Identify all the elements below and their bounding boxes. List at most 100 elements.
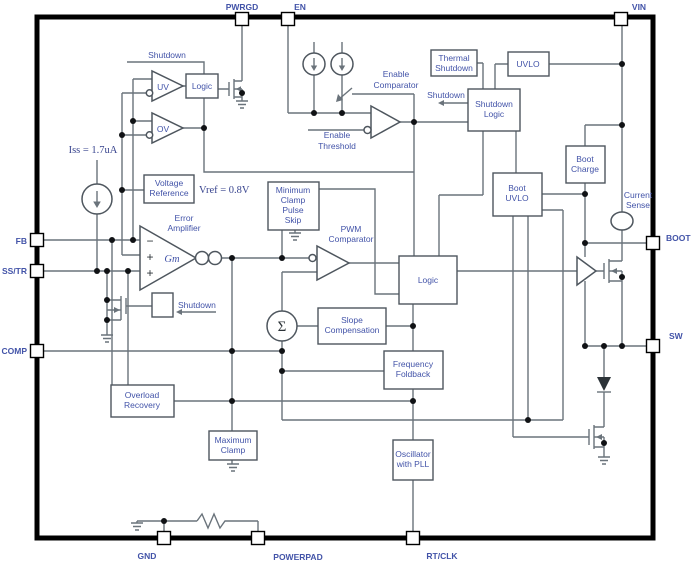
label-pwm-comparator-2: Comparator [329, 234, 374, 244]
uv-inverting-bubble-icon [145, 89, 154, 97]
en-current-source-1-icon [302, 52, 326, 76]
ov-inverting-bubble-icon [145, 131, 154, 139]
label-maxclamp-1: Maximum [215, 435, 252, 445]
label-vref-value: Vref = 0.8V [199, 185, 250, 196]
pin-label-fb: FB [16, 236, 27, 246]
label-iss: Iss = 1.7uA [69, 145, 118, 156]
label-slope-2: Compensation [325, 325, 380, 335]
label-shutdown-signal: Shutdown [427, 90, 465, 100]
label-ea-plus-1: + [146, 250, 153, 264]
label-ff-1: Frequency [393, 359, 434, 369]
block-thermal-shutdown [430, 49, 478, 77]
label-shutdown-ea: Shutdown [178, 300, 216, 310]
ov-comparator-icon [151, 111, 185, 145]
label-vref-1: Voltage [155, 178, 184, 188]
label-shutdown-logic-1: Shutdown [475, 99, 513, 109]
block-slope-compensation [317, 307, 387, 345]
hysteresis-switch-icon [336, 87, 353, 102]
block-minimum-clamp [267, 181, 320, 231]
free-labels: Shutdown UV OV Iss = 1.7uA Vref = 0.8V E… [69, 50, 653, 335]
pin-label-pwrgd: PWRGD [226, 2, 259, 12]
pin-powerpad [250, 530, 266, 546]
label-maxclamp-2: Clamp [221, 445, 246, 455]
ea-output-circle-icon [194, 250, 210, 266]
shutdown-gate-driver-box [151, 292, 174, 318]
label-ff-2: Foldback [396, 369, 431, 379]
pins [29, 11, 661, 546]
label-error-amp-2: Amplifier [167, 223, 200, 233]
pin-pwrgd [234, 11, 250, 27]
label-ea-minus: − [146, 234, 153, 248]
label-error-amp-1: Error [175, 213, 194, 223]
pin-label-sstr: SS/TR [2, 266, 27, 276]
high-side-mosfet-icon [603, 259, 623, 283]
pin-sstr [29, 263, 45, 279]
pin-label-gnd: GND [138, 551, 157, 561]
enable-comparator-icon [370, 104, 402, 140]
shutdown-signal-arrow-icon [438, 100, 468, 106]
label-boot-uvlo-1: Boot [508, 183, 526, 193]
pin-vin [613, 11, 629, 27]
label-thermal-1: Thermal [438, 53, 469, 63]
ea-output-circle-icon [207, 250, 223, 266]
summer-icon [266, 310, 298, 342]
label-current-sense-1: Current [624, 190, 653, 200]
label-enable-threshold-2: Threshold [318, 141, 356, 151]
pin-boot [645, 235, 661, 251]
block-uvlo [507, 51, 550, 77]
label-current-sense-2: Sense [626, 200, 650, 210]
label-vref-2: Reference [149, 188, 188, 198]
pin-sw [645, 338, 661, 354]
label-logic-uvov: Logic [192, 81, 213, 91]
label-shutdown-logic-2: Logic [484, 109, 505, 119]
label-shutdown-top: Shutdown [148, 50, 186, 60]
block-overload-recovery [110, 384, 175, 418]
pin-label-boot: BOOT [666, 233, 691, 243]
label-slope-1: Slope [341, 315, 363, 325]
label-minclamp-1: Minimum [276, 185, 310, 195]
pin-en [280, 11, 296, 27]
sstr-shutdown-mosfet-icon [107, 296, 152, 321]
diode-icon [597, 377, 611, 393]
ground-icon [101, 100, 610, 531]
label-boot-charge-1: Boot [576, 154, 594, 164]
block-logic-main [398, 255, 458, 305]
pin-label-comp: COMP [2, 346, 28, 356]
pwm-inverting-bubble-icon [308, 253, 317, 263]
label-thermal-2: Shutdown [435, 63, 473, 73]
block-frequency-foldback [383, 350, 444, 390]
label-overload-2: Recovery [124, 400, 161, 410]
block-maximum-clamp [208, 430, 258, 461]
label-ea-plus-2: + [146, 266, 153, 280]
pwrgd-mosfet-icon [218, 79, 242, 99]
block-boot-uvlo [492, 172, 543, 217]
label-boot-uvlo-2: UVLO [505, 193, 529, 203]
error-amplifier-icon [139, 224, 198, 292]
junction-dots [94, 61, 625, 524]
pin-label-sw: SW [669, 331, 684, 341]
iss-current-source-icon [81, 183, 113, 215]
block-shutdown-logic [467, 88, 521, 132]
label-logic-main: Logic [418, 275, 439, 285]
block-logic-uvov [185, 73, 219, 99]
en-current-source-2-icon [330, 52, 354, 76]
pin-comp [29, 343, 45, 359]
label-boot-charge-2: Charge [571, 164, 599, 174]
block-voltage-reference [143, 174, 195, 204]
shutdown-ea-arrow-icon [176, 309, 216, 315]
low-side-mosfet-icon [588, 425, 605, 457]
label-pwm-comparator-1: PWM [341, 224, 362, 234]
components [81, 52, 634, 531]
uv-comparator-icon [151, 69, 185, 103]
label-enable-comparator-2: Comparator [374, 80, 419, 90]
label-osc-2: with PLL [396, 459, 430, 469]
pin-label-en: EN [294, 2, 306, 12]
label-overload-1: Overload [125, 390, 160, 400]
label-uv: UV [157, 82, 169, 92]
label-minclamp-3: Pulse [282, 205, 304, 215]
gate-driver-icon [576, 255, 598, 287]
chip-outline [34, 14, 656, 541]
